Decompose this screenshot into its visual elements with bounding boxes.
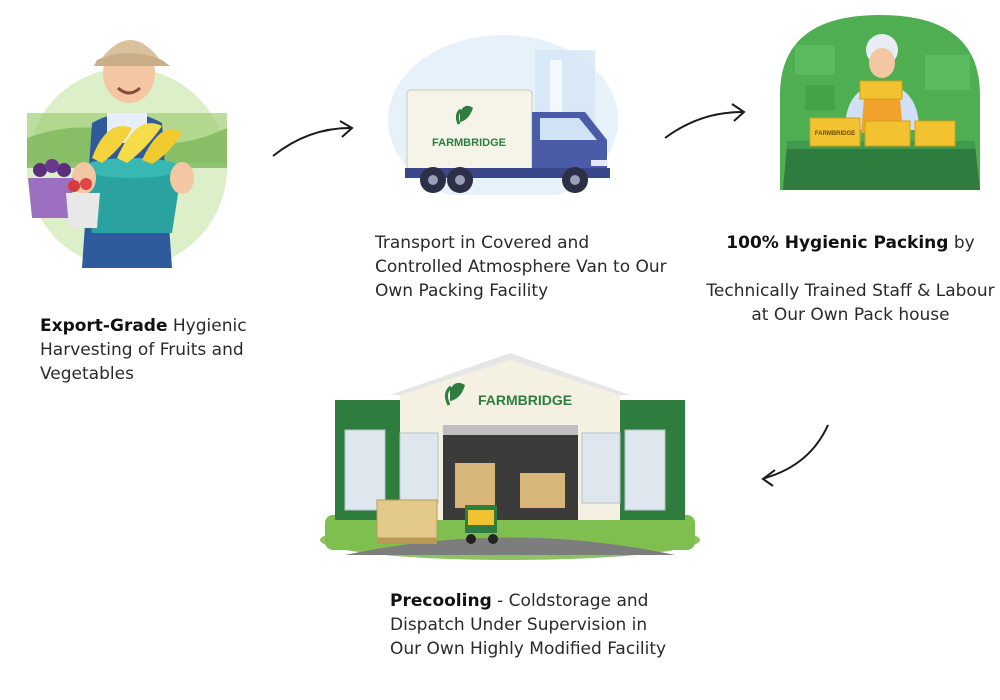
arrow-step2-to-step3 [664,103,746,139]
warehouse-illustration: FARMBRIDGE [320,353,700,560]
packing-worker-illustration: FARMBRIDGE [780,15,980,190]
step2-text: Transport in Covered and Controlled Atmo… [375,233,667,301]
arrow-step3-to-step4 [761,424,829,487]
arrow-step1-to-step2 [272,120,354,157]
step3-bold: 100% Hygienic Packing [726,233,949,253]
delivery-truck-illustration: FARMBRIDGE [388,35,618,195]
step2-caption: Transport in Covered and Controlled Atmo… [375,231,675,303]
step1-caption: Export-Grade Hygienic Harvesting of Frui… [40,314,270,386]
step3-line2: Technically Trained Staff & Labour at Ou… [706,281,995,325]
step4-text: - Coldstorage and Dispatch Under Supervi… [390,591,667,659]
truck-brand-label: FARMBRIDGE [432,137,506,149]
step4-caption: Precooling - Coldstorage and Dispatch Un… [390,589,680,661]
step1-bold: Export-Grade [40,316,168,336]
box-brand-label: FARMBRIDGE [815,131,855,137]
step4-bold: Precooling [390,591,492,611]
step1-text: Hygienic Harvesting of Fruits and Vegeta… [40,316,247,384]
step3-line1: 100% Hygienic Packing by [703,231,998,255]
step3-caption: 100% Hygienic Packing by Technically Tra… [703,231,998,327]
warehouse-brand-label: FARMBRIDGE [478,392,572,408]
step3-text: by [948,233,975,253]
farmer-harvest-illustration [27,39,227,268]
